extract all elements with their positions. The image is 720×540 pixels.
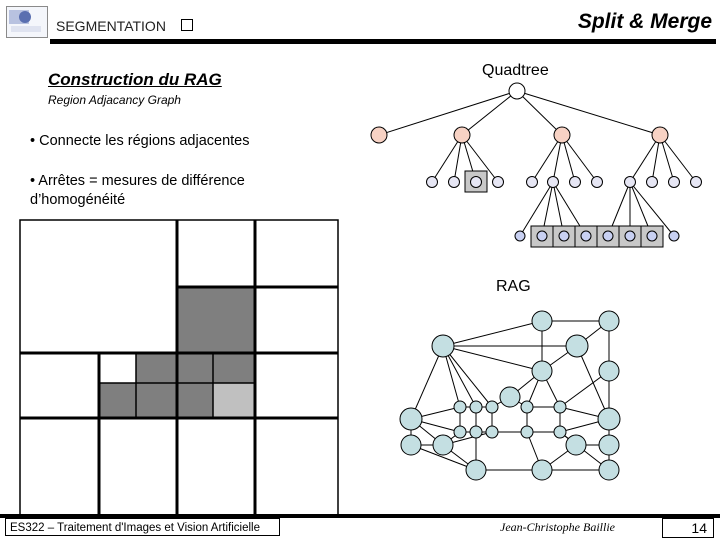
slide-title: Split & Merge <box>577 10 712 33</box>
content-subheading: Region Adjacancy Graph <box>48 93 181 107</box>
rag-node <box>531 360 553 382</box>
region-dark <box>213 353 255 383</box>
region-dark <box>177 287 255 353</box>
rag-node <box>598 459 620 481</box>
quadtree <box>370 82 702 248</box>
rag-node <box>485 425 499 439</box>
rag-node <box>469 400 483 414</box>
quadtree-node <box>580 230 592 242</box>
bullet-edges-measure: • Arrêtes = mesures de différence d’homo… <box>30 173 245 208</box>
quadtree-root-node <box>508 82 526 100</box>
region-dark <box>99 383 136 418</box>
quadtree-node <box>553 126 571 144</box>
rag-node <box>520 425 534 439</box>
region-dark <box>136 353 177 383</box>
quadtree-node <box>470 176 482 188</box>
rag-node <box>553 400 567 414</box>
region-dark <box>177 353 213 383</box>
quadtree-node <box>646 230 658 242</box>
quadtree-node <box>646 176 658 188</box>
institution-logo <box>6 6 48 38</box>
region-dark <box>177 383 213 418</box>
rag-node <box>598 360 620 382</box>
footer-rule <box>0 514 720 518</box>
footer-course-name: ES322 – Traitement d'Images et Vision Ar… <box>5 518 280 536</box>
rag-node <box>453 425 467 439</box>
section-title: SEGMENTATION <box>56 18 166 34</box>
rag-node <box>485 400 499 414</box>
quadtree-node <box>453 126 471 144</box>
quadtree-node <box>624 176 636 188</box>
quadtree-node <box>547 176 559 188</box>
quadtree-node <box>426 176 438 188</box>
rag-node <box>520 400 534 414</box>
rag-node <box>432 434 454 456</box>
quadtree-node <box>668 176 680 188</box>
rag-node <box>598 310 620 332</box>
rag-node <box>453 400 467 414</box>
quadtree-node <box>526 176 538 188</box>
rag-node <box>598 434 620 456</box>
quadtree-node <box>569 176 581 188</box>
quadtree-node <box>624 230 636 242</box>
region-dark <box>136 383 177 418</box>
rag-node <box>469 425 483 439</box>
rag-node <box>400 434 422 456</box>
quadtree-node <box>492 176 504 188</box>
region-light <box>213 383 255 418</box>
bullet-adjacent-regions: • Connecte les régions adjacentes <box>30 133 250 149</box>
quadtree-node <box>514 230 526 242</box>
rag-node <box>565 334 589 358</box>
section-checkbox-icon <box>181 19 193 31</box>
rag-node <box>499 386 521 408</box>
rag-node <box>465 459 487 481</box>
header-rule <box>50 39 716 44</box>
quadtree-label: Quadtree <box>482 62 549 79</box>
quadtree-node <box>536 230 548 242</box>
rag-node <box>399 407 423 431</box>
footer-page-number: 14 <box>662 518 714 538</box>
quadtree-node <box>370 126 388 144</box>
rag-node <box>597 407 621 431</box>
quadtree-node <box>690 176 702 188</box>
footer-author: Jean-Christophe Baillie <box>500 520 615 534</box>
quadtree-node <box>668 230 680 242</box>
rag-node <box>531 310 553 332</box>
quadtree-node <box>448 176 460 188</box>
rag-node <box>531 459 553 481</box>
rag-node <box>565 434 587 456</box>
quadtree-node <box>602 230 614 242</box>
quadtree-node <box>591 176 603 188</box>
rag-label: RAG <box>496 278 531 295</box>
rag-graph <box>399 310 621 481</box>
rag-node <box>553 425 567 439</box>
region-partition <box>19 219 339 517</box>
content-heading: Construction du RAG <box>48 70 222 89</box>
quadtree-node <box>651 126 669 144</box>
quadtree-node <box>558 230 570 242</box>
rag-node <box>431 334 455 358</box>
